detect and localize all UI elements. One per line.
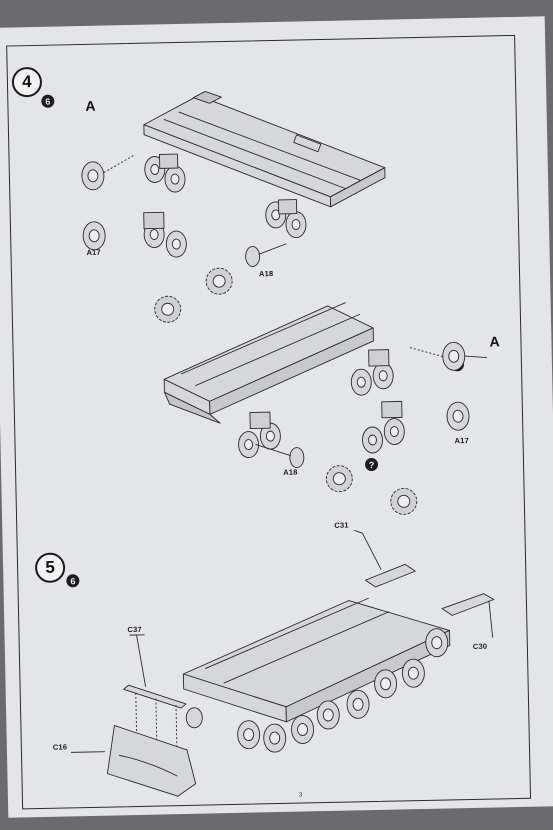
upper-road-wheels (143, 153, 307, 258)
assembly-diagram (70, 90, 495, 797)
part-c31 (354, 529, 416, 588)
sprocket-left-2 (154, 295, 182, 323)
hub-a18-left (245, 243, 287, 267)
upper-chassis-frame (143, 90, 386, 208)
part-c30 (441, 593, 495, 638)
wheel-a-right (408, 341, 487, 371)
wheel-a17-right (446, 401, 470, 431)
lower-chassis-frame (163, 302, 374, 424)
part-c16 (70, 725, 197, 797)
part-c37 (123, 634, 187, 747)
step5-road-wheels (185, 628, 449, 753)
instruction-sheet: 4 6 5 6 A ? A17 A18 A ? ? A17 A18 C31 C3… (0, 16, 553, 818)
sprocket-right-2 (390, 487, 418, 515)
sprocket-right-1 (325, 465, 353, 493)
sprocket-left-1 (205, 267, 233, 295)
wheel-a17-left (82, 221, 106, 251)
hub-a18-right (255, 444, 305, 469)
wheel-a-left (81, 154, 135, 191)
lower-road-wheels (238, 349, 405, 459)
step5-chassis-frame (182, 597, 451, 723)
